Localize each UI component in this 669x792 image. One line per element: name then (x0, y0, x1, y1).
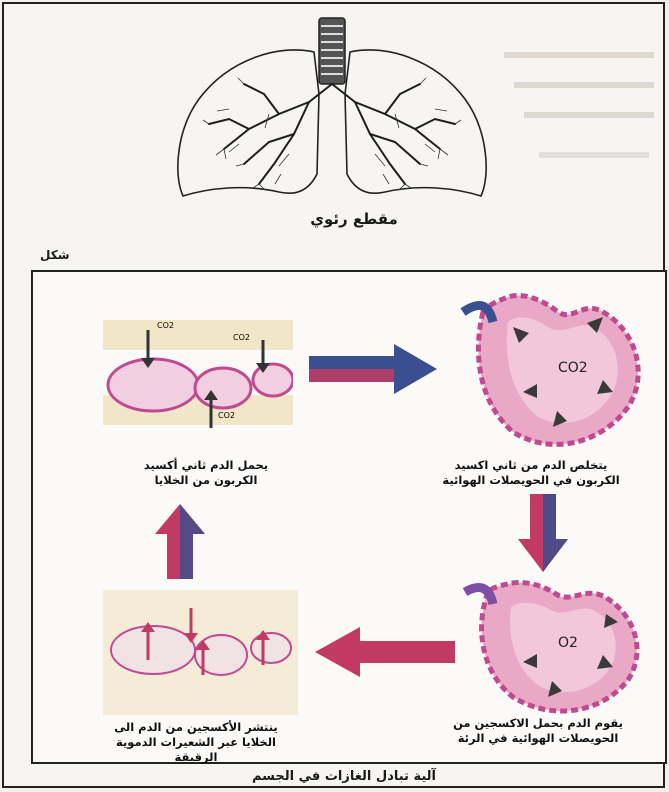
alveolus-co2-panel: CO2 (453, 282, 653, 452)
step-release-co2: يتخلص الدم من ثاني اكسيد الكربون في الحو… (431, 458, 631, 488)
cells-co2-panel: CO2 CO2 CO2 (103, 300, 293, 440)
step-diffuse-o2: ينتشر الأكسجين من الدم الى الخلايا عبر ا… (101, 720, 291, 765)
o2-alveolus-label: O2 (558, 635, 578, 651)
co2-cell-label-2: CO2 (233, 333, 250, 342)
alveolus-o2-panel: O2 (453, 572, 653, 722)
figure-title: آلية تبادل الغازات في الجسم (229, 769, 459, 784)
bronchial-tree (209, 84, 455, 184)
co2-alveolus-label: CO2 (558, 360, 588, 376)
arrow-down (518, 494, 568, 572)
lung-title: مقطع رئوي (294, 210, 414, 228)
step-carry-o2: يقوم الدم بحمل الاكسجين من الحويصلات اله… (438, 716, 638, 746)
arrow-right (309, 344, 439, 394)
right-lung (345, 50, 486, 196)
arrow-left (315, 627, 455, 677)
gas-exchange-figure: CO2 يتخلص الدم من ثاني اكسيد الكربون في … (31, 270, 667, 764)
figure-label: شكل (40, 248, 70, 262)
arrow-up (155, 504, 205, 579)
co2-cell-label-3: CO2 (218, 411, 235, 420)
lung-illustration (169, 14, 499, 209)
show-through-text (499, 34, 659, 174)
co2-cell-label-1: CO2 (157, 321, 174, 330)
step-carry-co2: يحمل الدم ثاني أكسيد الكربون من الخلايا (121, 458, 291, 488)
left-lung (178, 50, 319, 196)
cells-o2-panel (103, 590, 298, 715)
